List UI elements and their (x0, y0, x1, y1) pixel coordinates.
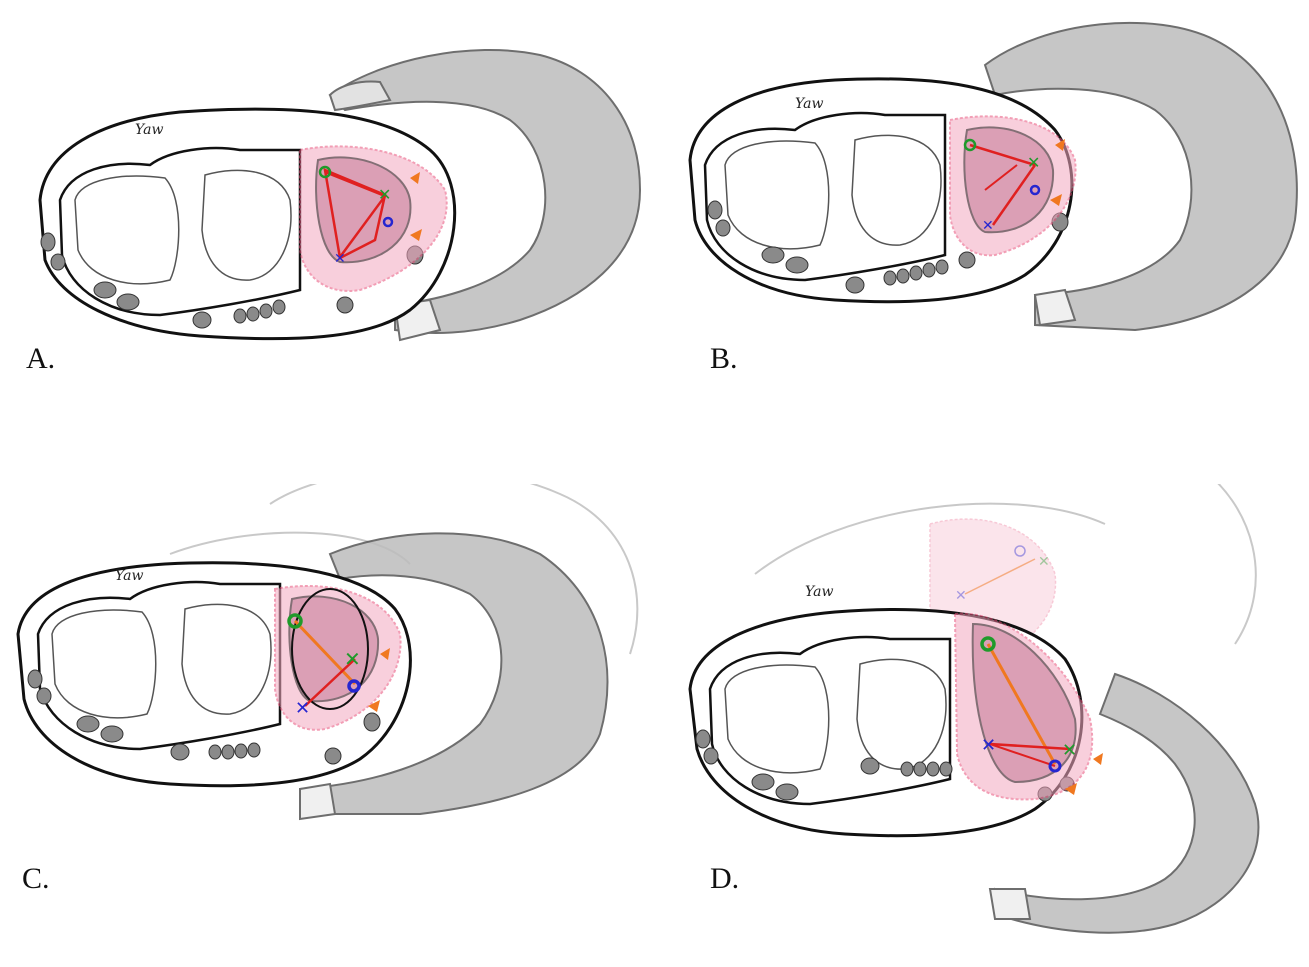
panel-label-d: D. (710, 862, 739, 896)
svg-text:✕: ✕ (334, 251, 346, 267)
panel-a: ✕ ✕ A. Yaw (0, 0, 654, 483)
signature-d: Yaw (805, 584, 834, 600)
panel-b: ✕ ✕ B. Yaw (655, 0, 1309, 483)
panel-d: ✕ ✕ ✕ ✕ D. Yaw (655, 484, 1309, 967)
bone-d-2 (857, 659, 946, 769)
signature-c: Yaw (115, 568, 144, 584)
svg-text:✕: ✕ (1038, 554, 1050, 570)
svg-text:✕: ✕ (295, 698, 310, 719)
wrist-cross-section-d: ✕ ✕ ✕ ✕ (655, 484, 1309, 967)
svg-text:✕: ✕ (344, 647, 361, 671)
signature-a: Yaw (135, 122, 164, 138)
bone-d-1 (725, 665, 829, 773)
svg-text:✕: ✕ (982, 218, 994, 234)
bone-b-2 (852, 135, 941, 245)
signature-b: Yaw (795, 96, 824, 112)
bone-a-1 (75, 176, 179, 284)
bone-c-1 (52, 610, 156, 718)
svg-text:✕: ✕ (378, 185, 391, 204)
panel-label-b: B. (710, 342, 738, 376)
wrist-cross-section-b: ✕ ✕ (655, 0, 1309, 483)
bone-a-2 (202, 170, 291, 280)
wrist-cross-section-a: ✕ ✕ (0, 0, 654, 483)
svg-text:✕: ✕ (981, 735, 996, 756)
svg-text:✕: ✕ (955, 588, 967, 604)
panel-label-a: A. (26, 342, 55, 376)
bone-c-2 (182, 604, 271, 714)
wrist-cross-section-c: ✕ ✕ (0, 484, 654, 967)
panel-label-c: C. (22, 862, 50, 896)
panel-c: ✕ ✕ C. Yaw (0, 484, 654, 967)
svg-text:✕: ✕ (1027, 153, 1040, 172)
bone-b-1 (725, 141, 829, 249)
svg-text:✕: ✕ (1062, 740, 1077, 761)
